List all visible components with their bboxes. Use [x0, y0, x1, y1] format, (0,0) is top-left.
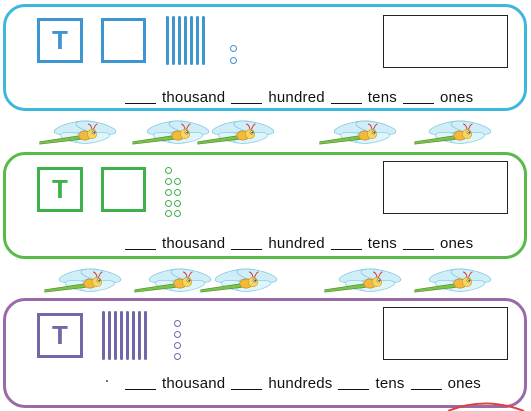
sentence-row-2: thousand hundred tens ones	[125, 235, 479, 252]
dragonfly-icon	[200, 268, 278, 293]
label-thousand: thousand	[162, 375, 226, 392]
one-unit	[174, 210, 181, 217]
thousand-block-3: T	[37, 313, 83, 358]
label-ones: ones	[447, 375, 481, 392]
label-tens: tens	[367, 235, 397, 252]
one-unit	[174, 178, 181, 185]
ten-rod	[126, 311, 129, 360]
ten-rod	[172, 16, 175, 65]
blank-thousand-1[interactable]	[125, 103, 156, 104]
one-unit	[165, 189, 172, 196]
one-unit	[174, 320, 181, 327]
answer-box-3[interactable]	[383, 307, 508, 360]
one-unit	[174, 189, 181, 196]
stray-mark	[106, 380, 108, 382]
answer-box-1[interactable]	[383, 15, 508, 68]
blank-tens-1[interactable]	[330, 103, 362, 104]
hundred-flat-1	[101, 18, 146, 63]
one-unit	[174, 342, 181, 349]
label-ones: ones	[439, 235, 474, 252]
label-ones: ones	[439, 89, 474, 106]
ten-rod	[138, 311, 141, 360]
label-thousand: thousand	[162, 89, 226, 106]
ten-rod	[102, 311, 105, 360]
one-unit	[174, 353, 181, 360]
ten-rod	[196, 16, 199, 65]
one-unit	[174, 200, 181, 207]
ten-rod	[178, 16, 181, 65]
ten-rod	[120, 311, 123, 360]
blank-thousand-3[interactable]	[125, 389, 156, 390]
dragonfly-border-2	[44, 268, 492, 293]
ten-rod	[132, 311, 135, 360]
blank-tens-2[interactable]	[330, 249, 362, 250]
label-tens: tens	[367, 89, 397, 106]
dragonfly-icon	[319, 120, 397, 145]
ten-rod	[144, 311, 147, 360]
dragonfly-icon	[414, 268, 492, 293]
dragonfly-icon	[132, 120, 210, 145]
label-tens: tens	[375, 375, 405, 392]
one-unit	[165, 167, 172, 174]
one-unit	[174, 331, 181, 338]
thousand-symbol: T	[52, 320, 68, 350]
dragonfly-icon	[414, 120, 492, 145]
dragonfly-icon	[44, 268, 122, 293]
sentence-row-1: thousand hundred tens ones	[125, 89, 479, 106]
ten-rod	[114, 311, 117, 360]
ten-rod	[184, 16, 187, 65]
answer-box-2[interactable]	[383, 161, 508, 214]
ten-rod	[202, 16, 205, 65]
thousand-symbol: T	[52, 174, 68, 204]
one-unit	[165, 200, 172, 207]
blank-ones-1[interactable]	[402, 103, 434, 104]
dragonfly-border-1	[39, 120, 492, 145]
ten-rod	[190, 16, 193, 65]
dragonfly-icon	[134, 268, 212, 293]
thousand-symbol: T	[52, 25, 68, 55]
label-hundred: hundred	[268, 89, 325, 106]
blank-ones-3[interactable]	[410, 389, 442, 390]
blank-hundred-1[interactable]	[231, 103, 263, 104]
blank-thousand-2[interactable]	[125, 249, 156, 250]
one-unit	[165, 178, 172, 185]
one-unit	[165, 210, 172, 217]
hundred-flat-2	[101, 167, 146, 212]
label-hundred: hundred	[268, 235, 325, 252]
blank-ones-2[interactable]	[402, 249, 434, 250]
blank-hundred-3[interactable]	[231, 389, 263, 390]
dragonfly-icon	[39, 120, 117, 145]
ten-rod	[108, 311, 111, 360]
blank-tens-3[interactable]	[338, 389, 370, 390]
ten-rod	[166, 16, 169, 65]
dragonfly-icon	[324, 268, 402, 293]
red-circle-edge	[447, 402, 525, 411]
sentence-row-3: thousand hundreds tens ones	[125, 375, 487, 392]
blank-hundred-2[interactable]	[231, 249, 263, 250]
one-unit	[230, 45, 237, 52]
label-hundred: hundreds	[268, 375, 333, 392]
thousand-block-1: T	[37, 18, 83, 63]
label-thousand: thousand	[162, 235, 226, 252]
one-unit	[230, 57, 237, 64]
thousand-block-2: T	[37, 167, 83, 212]
dragonfly-icon	[197, 120, 275, 145]
